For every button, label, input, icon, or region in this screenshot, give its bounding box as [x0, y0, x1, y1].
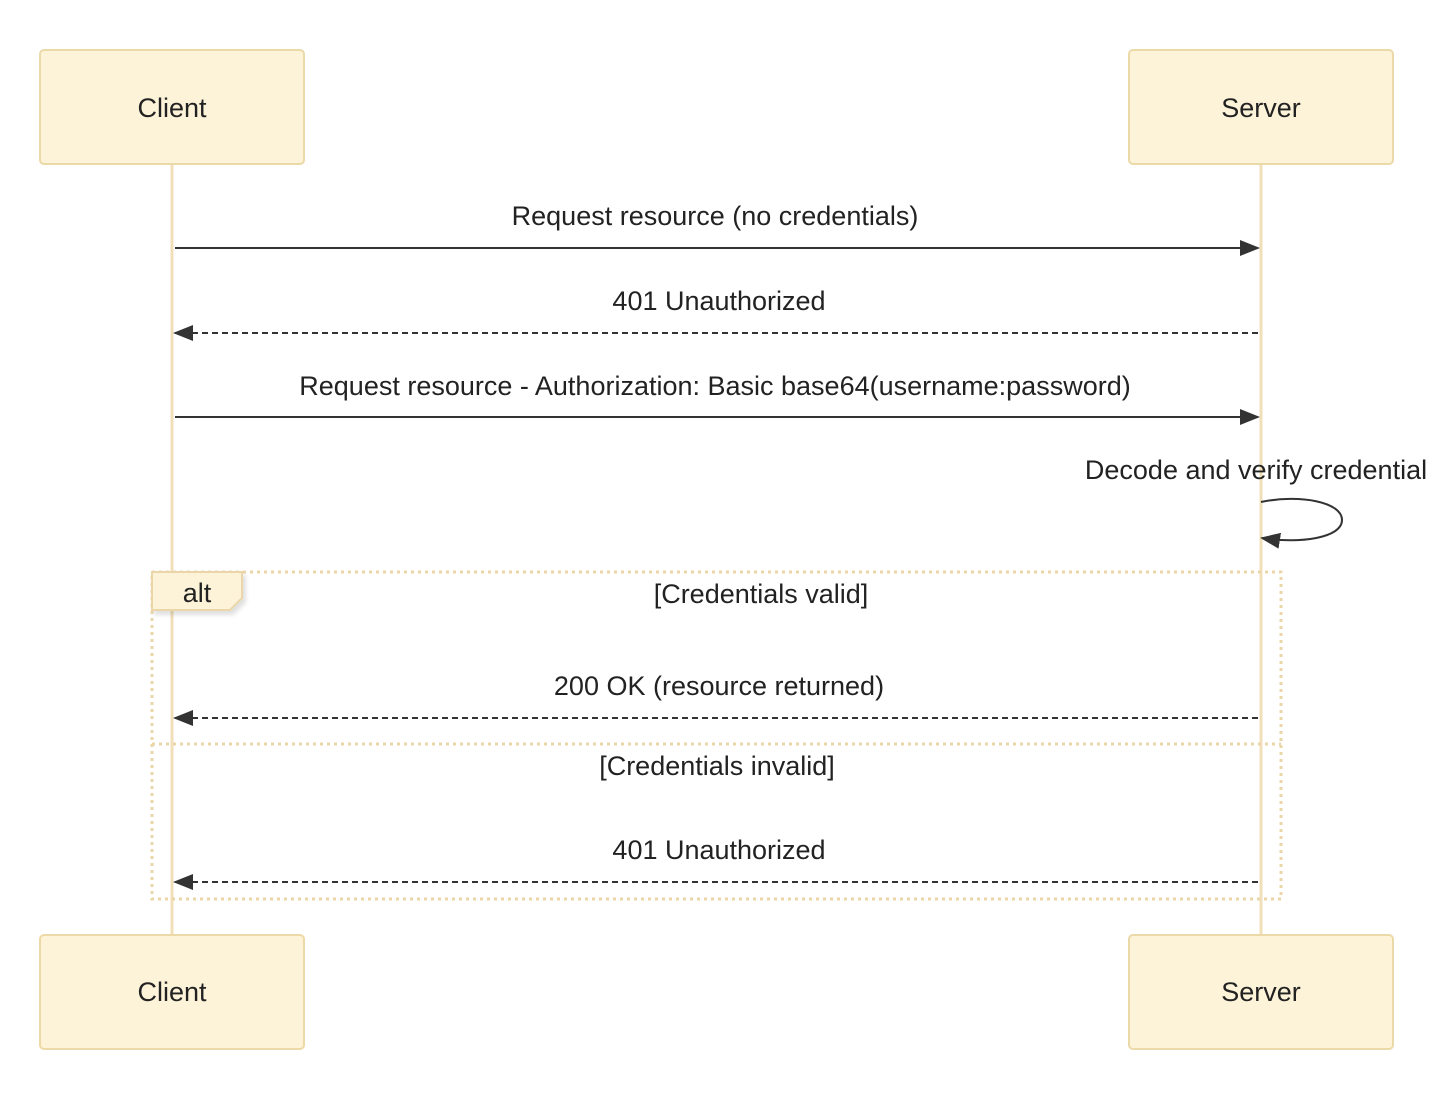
participant-box [1128, 934, 1394, 1050]
alt-block: alt [Credentials valid] [Credentials inv… [150, 570, 1283, 901]
message-401-invalid: 401 Unauthorized [173, 835, 1258, 890]
alt-guard-invalid: [Credentials invalid] [599, 751, 835, 781]
self-call-arrow [1260, 497, 1344, 549]
participant-client-bottom: Client [39, 934, 305, 1050]
participant-server-bottom: Server [1128, 934, 1394, 1050]
participant-label: Client [137, 93, 207, 123]
participant-label: Client [137, 977, 207, 1007]
message-label: Decode and verify credential [1085, 455, 1427, 485]
participant-label: Server [1221, 93, 1301, 123]
message-label: Request resource - Authorization: Basic … [299, 371, 1130, 401]
participant-box [39, 49, 305, 165]
participant-server-top: Server [1128, 49, 1394, 165]
message-request-with-authorization: Request resource - Authorization: Basic … [175, 371, 1260, 425]
participant-label: Server [1221, 977, 1301, 1007]
alt-guard-valid: [Credentials valid] [654, 579, 869, 609]
alt-tag-label: alt [183, 578, 212, 608]
message-label: 401 Unauthorized [612, 835, 825, 865]
message-label: Request resource (no credentials) [512, 201, 919, 231]
message-request-no-credentials: Request resource (no credentials) [175, 201, 1260, 256]
message-label: 401 Unauthorized [612, 286, 825, 316]
message-200-ok: 200 OK (resource returned) [173, 671, 1258, 726]
participant-box [39, 934, 305, 1050]
message-decode-verify-self: Decode and verify credential [1085, 455, 1427, 549]
message-label: 200 OK (resource returned) [554, 671, 884, 701]
participant-box [1128, 49, 1394, 165]
alt-tag [151, 571, 243, 611]
message-401-unauthorized: 401 Unauthorized [173, 286, 1258, 341]
participant-client-top: Client [39, 49, 305, 165]
